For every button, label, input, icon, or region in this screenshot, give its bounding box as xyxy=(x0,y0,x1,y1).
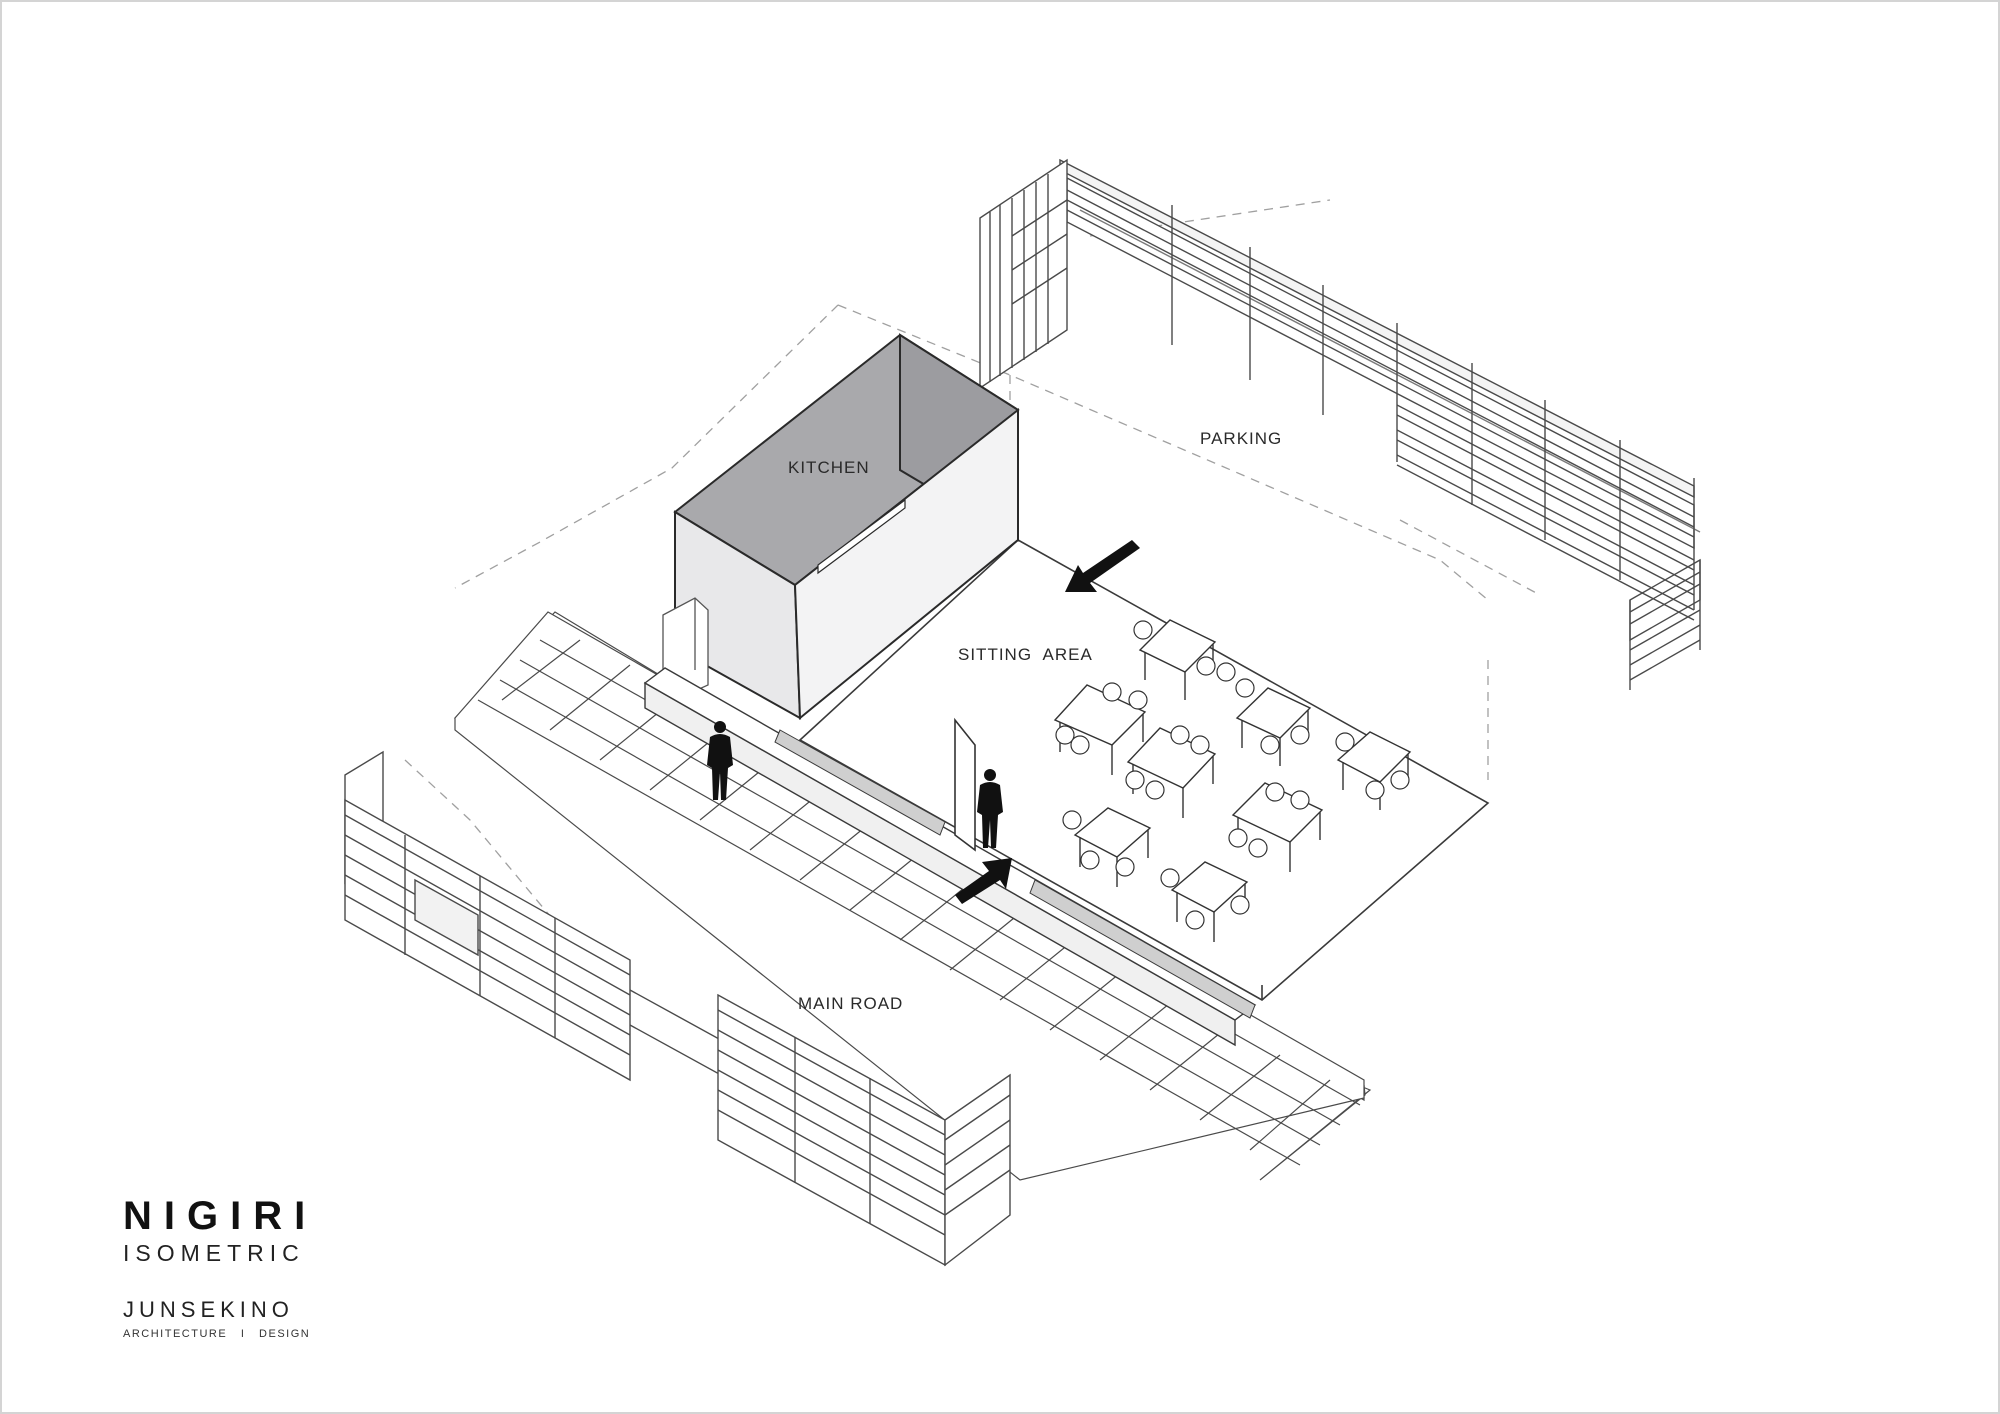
firm-tagline: ARCHITECTURE I DESIGN xyxy=(123,1328,311,1340)
sitting-area-label: SITTING AREA xyxy=(958,645,1093,664)
arrow-into-sitting-area xyxy=(1065,540,1140,592)
title-block: NIGIRI ISOMETRIC JUNSEKINO ARCHITECTURE … xyxy=(123,1194,523,1340)
entrance-door xyxy=(954,717,976,852)
firm-name: JUNSEKINO xyxy=(123,1297,294,1322)
drawing-type: ISOMETRIC xyxy=(123,1240,305,1266)
arrow-into-sitting-area xyxy=(955,858,1012,904)
parking-fence xyxy=(1059,158,1701,690)
parking-label: PARKING xyxy=(1200,429,1282,448)
table-3 xyxy=(1235,687,1312,766)
table-8 xyxy=(1170,861,1249,942)
table-1 xyxy=(1138,619,1217,700)
dining-furniture xyxy=(1053,619,1412,942)
road-fence-left xyxy=(344,750,731,1082)
table-6 xyxy=(1231,782,1324,872)
project-title: NIGIRI xyxy=(123,1194,318,1238)
chairs xyxy=(1055,620,1410,930)
main-road-label: MAIN ROAD xyxy=(798,994,903,1013)
table-7 xyxy=(1073,807,1152,887)
kitchen-block xyxy=(673,333,1020,721)
road-fence-right xyxy=(717,993,1011,1267)
kitchen-label: KITCHEN xyxy=(788,458,870,477)
planter-strip xyxy=(643,667,1257,1047)
person-icon xyxy=(707,721,733,800)
parking-fence-corner xyxy=(979,158,1068,390)
person-icon xyxy=(977,769,1003,848)
